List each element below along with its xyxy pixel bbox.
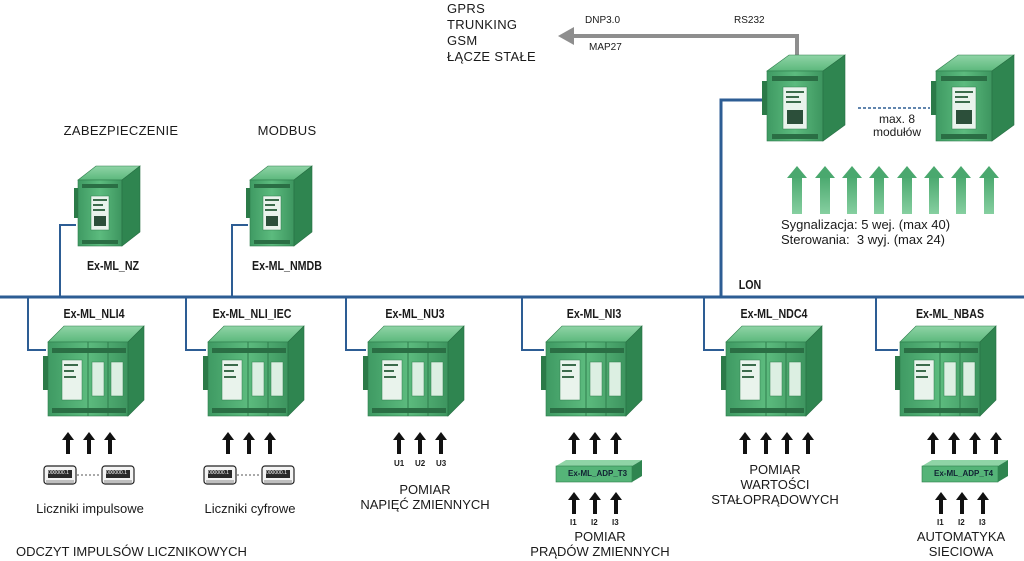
caption-automation: AUTOMATYKA SIECIOWA bbox=[917, 529, 1005, 559]
caption-current-line1: POMIAR bbox=[574, 529, 626, 544]
bus-label-lon: LON bbox=[738, 277, 762, 292]
adapter-t3-label: Ex-ML_ADP_T3 bbox=[568, 469, 628, 478]
module-name-nbas: Ex-ML_NBAS bbox=[915, 306, 985, 321]
caption-automation-line2: SIECIOWA bbox=[928, 544, 994, 559]
input-ni3-i3: I3 bbox=[612, 518, 619, 527]
input-ni3-i2: I2 bbox=[591, 518, 598, 527]
input-ni3-i1: I1 bbox=[570, 518, 577, 527]
comm-arrow bbox=[558, 27, 799, 56]
module-ndc4-device bbox=[720, 325, 823, 417]
expansion-unit: modułów bbox=[872, 125, 922, 139]
input-u1: U1 bbox=[394, 459, 405, 468]
input-nbas-i1: I1 bbox=[937, 518, 944, 527]
caption-voltage-line2: NAPIĘĆ ZMIENNYCH bbox=[360, 497, 490, 512]
input-u3: U3 bbox=[436, 459, 447, 468]
adapter-t4-label: Ex-ML_ADP_T4 bbox=[934, 469, 994, 478]
caption-automation-line1: AUTOMATYKA bbox=[916, 529, 1006, 544]
caption-current: POMIAR PRĄDÓW ZMIENNYCH bbox=[530, 529, 669, 559]
comm-line-gprs: GPRS bbox=[447, 1, 486, 16]
input-arrows bbox=[62, 432, 1002, 514]
top-module-1 bbox=[761, 54, 846, 142]
pulse-meters bbox=[43, 465, 135, 485]
section-title-protection: ZABEZPIECZENIE bbox=[63, 123, 179, 138]
module-nli4-device bbox=[42, 325, 145, 417]
top-module-2 bbox=[930, 54, 1015, 142]
comm-line-gsm: GSM bbox=[447, 33, 478, 48]
input-nbas-i3: I3 bbox=[979, 518, 986, 527]
lon-bus bbox=[0, 98, 1024, 351]
caption-dc: POMIAR WARTOŚCI STAŁOPRĄDOWYCH bbox=[711, 462, 839, 507]
caption-pulse-meters: Liczniki impulsowe bbox=[36, 501, 144, 516]
meter-readout-2: 000000.1 bbox=[106, 470, 127, 476]
io-summary: Sygnalizacja: 5 wej. (max 40) Sterowania… bbox=[781, 217, 950, 247]
caption-current-line2: PRĄDÓW ZMIENNYCH bbox=[530, 544, 670, 559]
meter-readout-3: 000000.1 bbox=[208, 470, 229, 476]
input-nbas-i2: I2 bbox=[958, 518, 965, 527]
module-nz-device bbox=[73, 165, 141, 247]
module-name-nz: Ex-ML_NZ bbox=[86, 258, 140, 273]
comm-line-trunking: TRUNKING bbox=[447, 17, 518, 32]
caption-voltage: POMIAR NAPIĘĆ ZMIENNYCH bbox=[360, 482, 489, 512]
module-name-nli-iec: Ex-ML_NLI_IEC bbox=[212, 306, 292, 321]
comm-channel-list: GPRS TRUNKING GSM ŁĄCZE STAŁE bbox=[447, 1, 536, 65]
module-ni3-device bbox=[540, 325, 643, 417]
module-nu3-device bbox=[362, 325, 465, 417]
module-name-nu3: Ex-ML_NU3 bbox=[385, 306, 445, 321]
module-name-ndc4: Ex-ML_NDC4 bbox=[740, 306, 808, 321]
module-name-nli4: Ex-ML_NLI4 bbox=[63, 306, 125, 321]
caption-dc-line2: WARTOŚCI bbox=[740, 477, 810, 492]
module-nli-iec-device bbox=[202, 325, 305, 417]
caption-dc-line3: STAŁOPRĄDOWYCH bbox=[711, 492, 839, 507]
module-nbas-device bbox=[894, 325, 997, 417]
expansion-count: max. 8 bbox=[878, 112, 915, 126]
expansion-note: max. 8 modułów bbox=[873, 113, 921, 139]
caption-digital-meters: Liczniki cyfrowe bbox=[204, 501, 296, 516]
comm-line-fixed: ŁĄCZE STAŁE bbox=[447, 49, 537, 64]
digital-meters bbox=[203, 465, 295, 485]
caption-pulse-reading: ODCZYT IMPULSÓW LICZNIKOWYCH bbox=[16, 544, 247, 559]
signal-arrows bbox=[787, 166, 999, 214]
control-summary: Sterowania: 3 wyj. (max 24) bbox=[781, 232, 946, 247]
protocol-map27: MAP27 bbox=[589, 42, 622, 53]
adapter-t4-device bbox=[921, 460, 1008, 483]
signal-summary: Sygnalizacja: 5 wej. (max 40) bbox=[781, 217, 951, 232]
caption-voltage-line1: POMIAR bbox=[399, 482, 451, 497]
section-title-modbus: MODBUS bbox=[257, 123, 317, 138]
module-name-ni3: Ex-ML_NI3 bbox=[566, 306, 622, 321]
meter-readout-4: 000000.1 bbox=[266, 470, 287, 476]
module-nmdb-device bbox=[245, 165, 313, 247]
interface-rs232: RS232 bbox=[734, 15, 765, 26]
protocol-dnp3: DNP3.0 bbox=[585, 15, 621, 26]
input-u2: U2 bbox=[415, 459, 426, 468]
meter-readout-1: 000000.1 bbox=[48, 470, 69, 476]
caption-dc-line1: POMIAR bbox=[749, 462, 801, 477]
adapter-t3-device bbox=[555, 460, 642, 483]
module-name-nmdb: Ex-ML_NMDB bbox=[252, 258, 322, 273]
